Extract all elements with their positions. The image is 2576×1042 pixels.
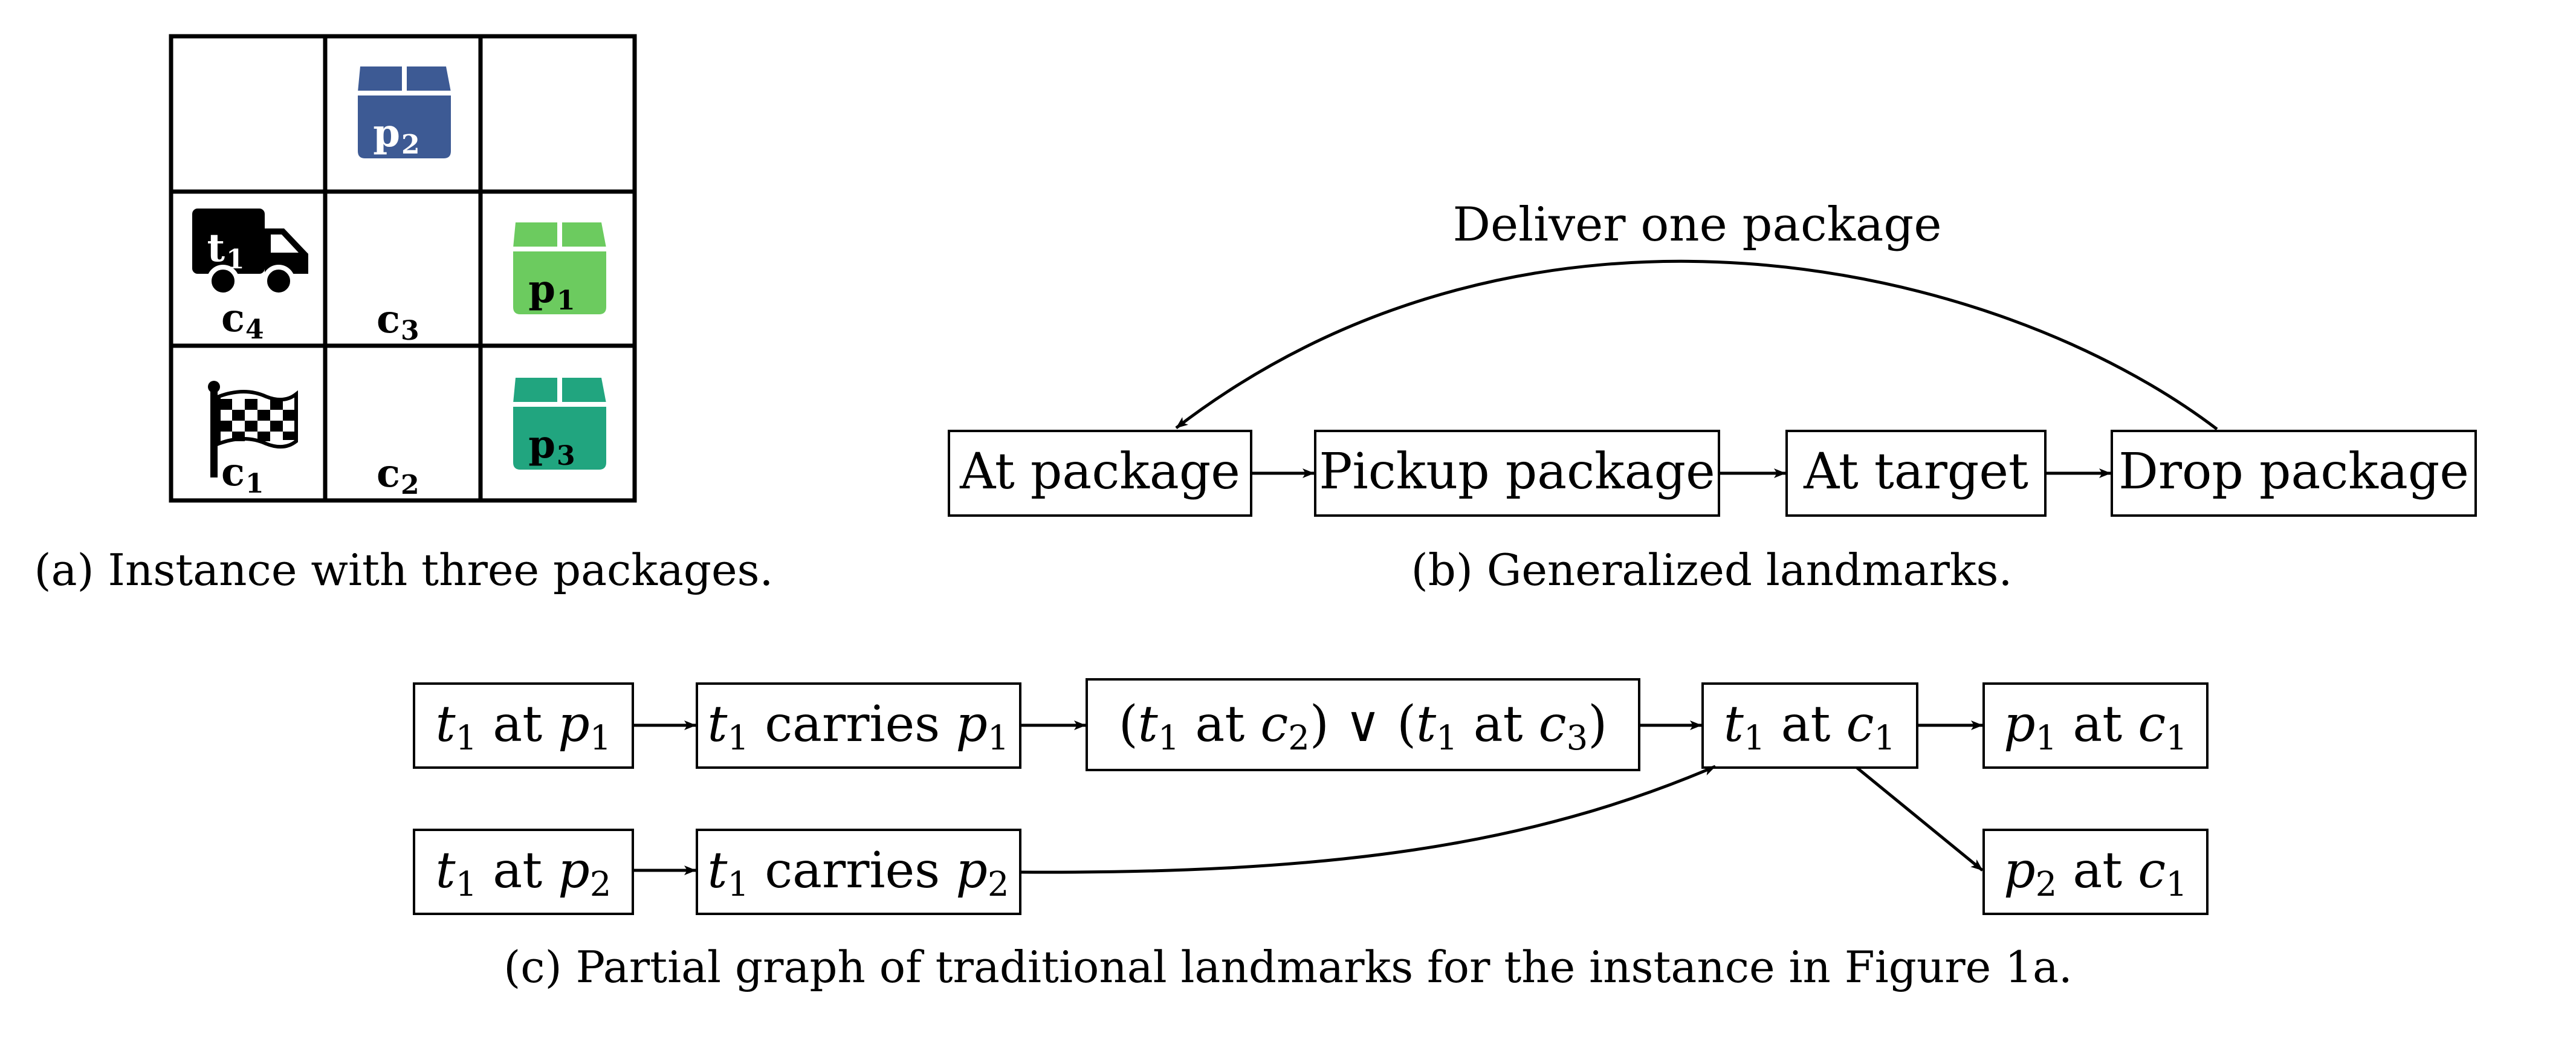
node-label: At target	[1803, 443, 2028, 500]
caption-c: (c) Partial graph of traditional landmar…	[503, 942, 2073, 992]
node-label: Drop package	[2118, 443, 2469, 500]
node-p2-at-c1	[1982, 829, 2209, 915]
cell-label-c1: c 1	[221, 450, 264, 499]
node-label: Pickup package	[1319, 443, 1715, 500]
package-icon: p 1	[513, 222, 606, 316]
node-t1-at-p1	[413, 682, 634, 769]
node-label: At package	[959, 443, 1240, 500]
cell-label-c3: c 3	[377, 297, 419, 346]
loop-label: Deliver one package	[1452, 198, 1941, 252]
node-t1-carries-p2	[696, 829, 1021, 915]
node-label: p2 at c1	[2004, 842, 2187, 904]
package-label-subscript: 2	[401, 129, 420, 160]
cell-label-c2: c 2	[377, 451, 419, 500]
edge-arrow	[1020, 765, 1716, 874]
node-drop-package	[2111, 430, 2477, 517]
package-label: p	[528, 267, 555, 312]
svg-text:1: 1	[245, 468, 264, 499]
package-icon: p 2	[358, 66, 451, 160]
node-label: t1 carries p2	[708, 842, 1009, 904]
svg-text:c: c	[377, 451, 400, 496]
svg-text:2: 2	[401, 470, 419, 500]
node-t1-at-c2-or-c3	[1086, 678, 1640, 771]
caption-a: (a) Instance with three packages.	[34, 545, 774, 595]
package-label-subscript: 3	[557, 441, 575, 471]
node-t1-at-p2	[413, 829, 634, 915]
node-label: t1 carries p1	[708, 696, 1009, 758]
node-t1-carries-p1	[696, 682, 1021, 769]
panel-a: p 2 p 1 p 3 t 1	[34, 34, 774, 595]
node-label: p1 at c1	[2004, 696, 2187, 758]
svg-text:c: c	[377, 297, 400, 342]
loop-edge	[1175, 259, 2218, 430]
panel-b: Deliver one package At package Pickup pa…	[948, 198, 2477, 595]
svg-text:4: 4	[245, 314, 264, 345]
caption-b: (b) Generalized landmarks.	[1411, 545, 2013, 595]
panel-c: t1 at p1 t1 carries p1 (t1 at c2) ∨ (t1 …	[413, 678, 2209, 992]
truck-label-subscript: 1	[226, 244, 245, 275]
package-label-subscript: 1	[557, 285, 575, 316]
node-at-target	[1785, 430, 2047, 517]
package-label: p	[528, 422, 555, 467]
package-label: p	[373, 111, 400, 156]
node-label: t1 at c1	[1724, 696, 1895, 758]
node-label: t1 at p2	[436, 842, 612, 904]
node-label: (t1 at c2) ∨ (t1 at c3)	[1119, 696, 1607, 758]
grid-border	[169, 34, 637, 503]
node-label: t1 at p1	[436, 696, 612, 758]
node-p1-at-c1	[1982, 682, 2209, 769]
truck-icon: t 1	[192, 209, 308, 297]
svg-text:c: c	[221, 296, 245, 341]
checkered-flag-icon	[208, 381, 298, 477]
svg-text:c: c	[221, 450, 245, 495]
cell-label-c4: c 4	[221, 296, 264, 345]
edge-arrow	[1856, 766, 1984, 872]
svg-text:3: 3	[401, 316, 419, 346]
package-icon: p 3	[513, 378, 606, 471]
node-t1-at-c1	[1701, 682, 1918, 769]
truck-label: t	[207, 225, 225, 271]
node-pickup-package	[1314, 430, 1720, 517]
